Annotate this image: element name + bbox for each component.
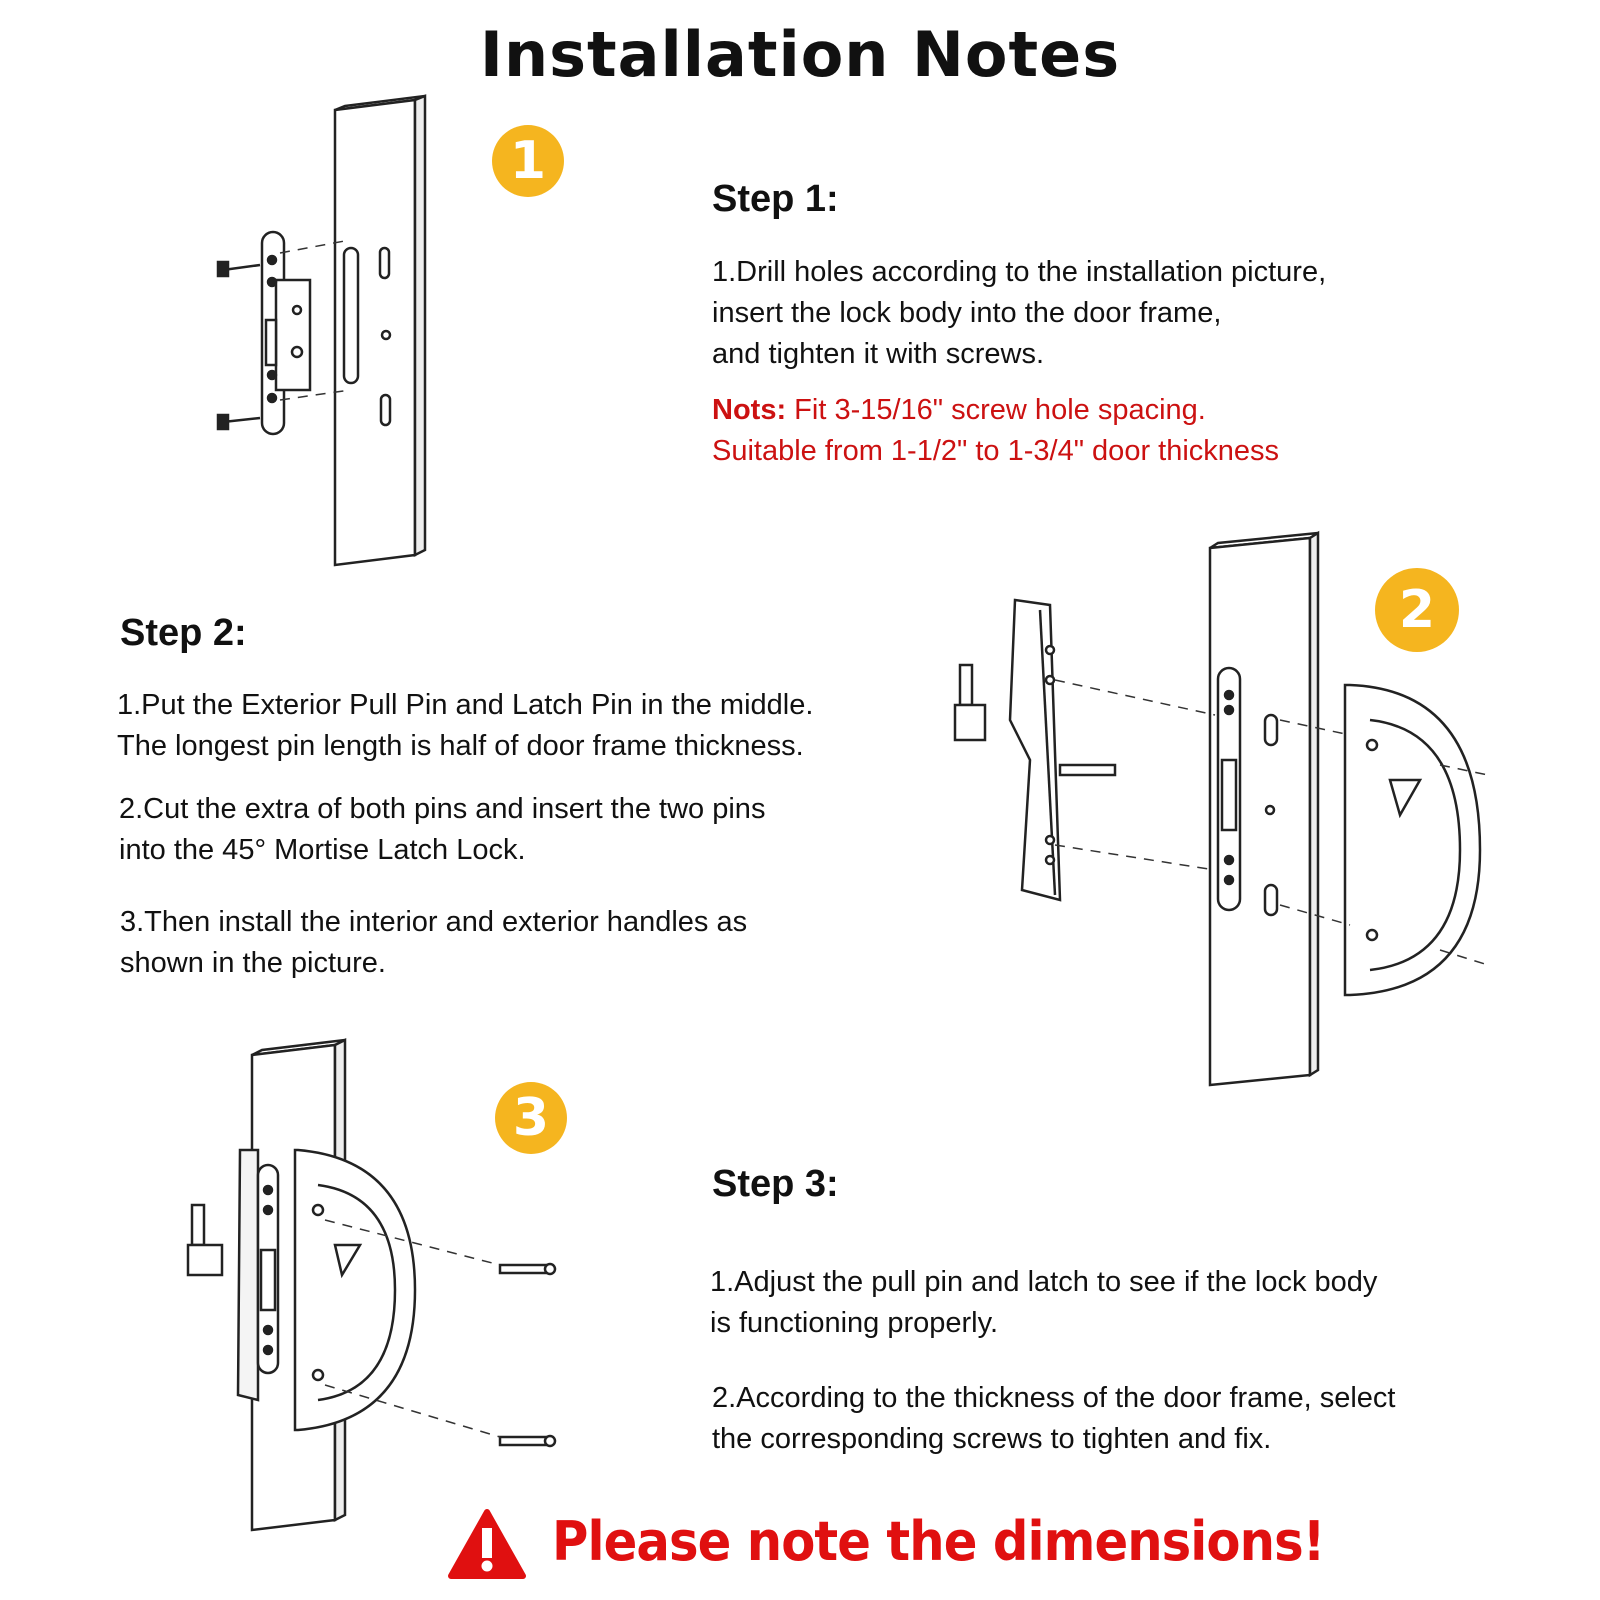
step3-heading: Step 3:: [712, 1163, 839, 1205]
notes-label: Nots:: [712, 394, 787, 426]
step3-item2: 2.According to the thickness of the door…: [712, 1378, 1395, 1460]
step3-line: 1.Adjust the pull pin and latch to see i…: [710, 1266, 1378, 1298]
step1-instructions: 1.Drill holes according to the installat…: [712, 252, 1326, 375]
step1-line: and tighten it with screws.: [712, 338, 1045, 370]
step2-line: into the 45° Mortise Latch Lock.: [119, 834, 526, 866]
step3-item1: 1.Adjust the pull pin and latch to see i…: [710, 1262, 1377, 1344]
step2-item3: 3.Then install the interior and exterior…: [120, 902, 747, 984]
step2-item2: 2.Cut the extra of both pins and insert …: [119, 789, 765, 871]
page-title: Installation Notes: [479, 18, 1121, 91]
step2-line: 1.Put the Exterior Pull Pin and Latch Pi…: [117, 689, 814, 721]
step1-badge: 1: [492, 125, 564, 197]
step1-line: 1.Drill holes according to the installat…: [712, 256, 1327, 288]
notes-line: Suitable from 1-1/2" to 1-3/4" door thic…: [712, 435, 1280, 467]
step2-line: shown in the picture.: [120, 947, 386, 979]
step2-item1: 1.Put the Exterior Pull Pin and Latch Pi…: [117, 685, 813, 767]
step3-badge: 3: [495, 1082, 567, 1154]
step1-heading: Step 1:: [712, 178, 839, 220]
step1-line: insert the lock body into the door frame…: [712, 297, 1222, 329]
warning-text: Please note the dimensions!: [552, 1510, 1325, 1573]
step3-line: the corresponding screws to tighten and …: [712, 1423, 1272, 1455]
step3-line: is functioning properly.: [710, 1307, 999, 1339]
step2-line: 2.Cut the extra of both pins and insert …: [119, 793, 766, 825]
warning-triangle-icon: [448, 1509, 526, 1579]
step1-notes: Nots: Fit 3-15/16" screw hole spacing. S…: [712, 390, 1279, 472]
step2-line: 3.Then install the interior and exterior…: [120, 906, 748, 938]
step2-heading: Step 2:: [120, 612, 247, 654]
step2-badge: 2: [1375, 568, 1459, 652]
step3-line: 2.According to the thickness of the door…: [712, 1382, 1396, 1414]
notes-line: Fit 3-15/16" screw hole spacing.: [794, 394, 1206, 426]
step2-line: The longest pin length is half of door f…: [117, 730, 804, 762]
